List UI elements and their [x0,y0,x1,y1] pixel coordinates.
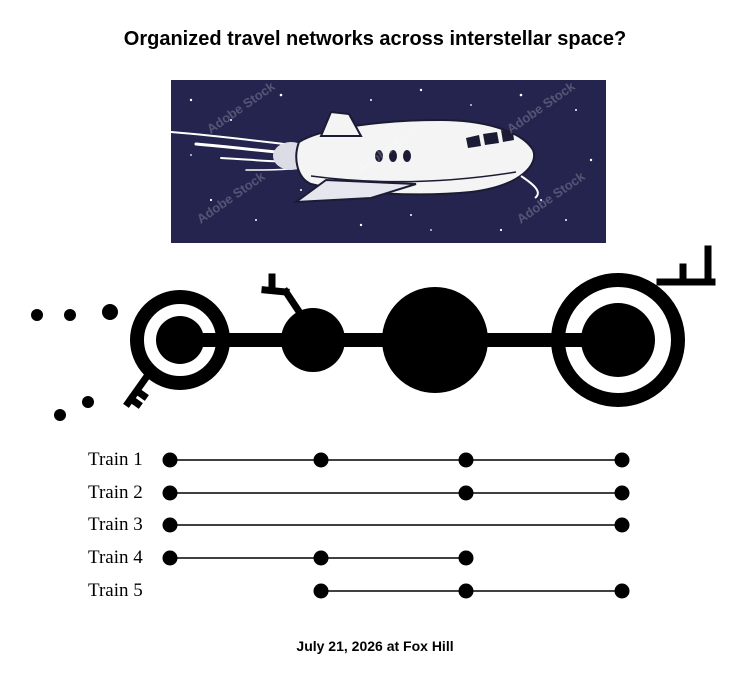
train-stop-dot [162,517,178,533]
train-stop-dot [458,485,474,501]
train-stop-dot [162,550,178,566]
train-stop-dot [458,550,474,566]
train-label: Train 4 [88,547,143,568]
train-stop-dot [162,452,178,468]
event-date-location: July 21, 2026 at Fox Hill [296,638,454,654]
right-key-icon [656,245,716,286]
train-stop-dot [614,485,630,501]
left-key-icon [123,367,155,409]
circle-network-key-glyph [31,245,716,421]
top-key-icon [261,273,305,318]
page-title: Organized travel networks across interst… [123,28,627,50]
train-label: Train 5 [88,580,143,601]
train-stop-dot [458,583,474,599]
train-stop-dot [614,452,630,468]
schedule-lines [162,452,630,599]
train-stop-dot [313,583,329,599]
train-stop-dot [614,583,630,599]
train-stop-dot [458,452,474,468]
train-label: Train 3 [88,514,143,535]
train-stop-dot [313,452,329,468]
shuttle-image [171,88,593,232]
train-stop-dot [162,485,178,501]
train-label: Train 2 [88,482,143,503]
train-label: Train 1 [88,449,143,470]
space-shuttle-illustration: Adobe Stock Adobe Stock Adobe Stock Adob… [171,80,606,243]
dots [31,304,118,421]
train-schedule: Train 1 Train 2 Train 3 Train 4 Train 5 [0,440,750,615]
train-stop-dot [313,550,329,566]
train-stop-dot [614,517,630,533]
